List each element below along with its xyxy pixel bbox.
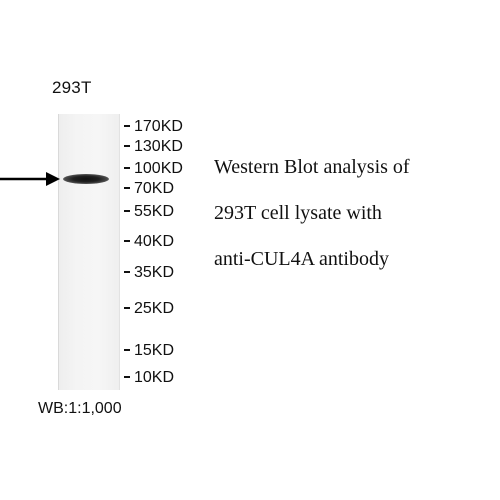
- blot-lane: [58, 114, 120, 390]
- marker-tick: [124, 124, 130, 127]
- marker-tick: [124, 209, 130, 212]
- marker-130kd: 130KD: [124, 138, 183, 156]
- marker-label: 15KD: [134, 342, 175, 359]
- marker-35kd: 35KD: [124, 264, 174, 282]
- marker-label: 10KD: [134, 369, 175, 386]
- caption-line-2: 293T cell lysate with: [214, 202, 382, 224]
- marker-10kd: 10KD: [124, 369, 174, 387]
- marker-tick: [124, 239, 130, 242]
- marker-25kd: 25KD: [124, 300, 174, 318]
- marker-tick: [124, 144, 130, 147]
- marker-label: 40KD: [134, 233, 175, 250]
- marker-70kd: 70KD: [124, 180, 174, 198]
- marker-15kd: 15KD: [124, 342, 174, 360]
- dilution-label: WB:1:1,000: [38, 400, 122, 417]
- protein-band: [63, 174, 109, 184]
- caption-line-3: anti-CUL4A antibody: [214, 248, 389, 270]
- marker-label: 100KD: [134, 160, 183, 177]
- marker-tick: [124, 375, 130, 378]
- right-arrow-icon: [0, 172, 60, 186]
- marker-tick: [124, 348, 130, 351]
- marker-tick: [124, 270, 130, 273]
- marker-label: 55KD: [134, 203, 175, 220]
- marker-tick: [124, 166, 130, 169]
- marker-tick: [124, 306, 130, 309]
- caption-line-1: Western Blot analysis of: [214, 156, 410, 178]
- marker-170kd: 170KD: [124, 118, 183, 136]
- marker-label: 170KD: [134, 118, 183, 135]
- marker-tick: [124, 186, 130, 189]
- marker-55kd: 55KD: [124, 203, 174, 221]
- marker-40kd: 40KD: [124, 233, 174, 251]
- lane-label: 293T: [52, 78, 92, 97]
- marker-label: 25KD: [134, 300, 175, 317]
- marker-label: 35KD: [134, 264, 175, 281]
- marker-100kd: 100KD: [124, 160, 183, 178]
- marker-label: 130KD: [134, 138, 183, 155]
- marker-label: 70KD: [134, 180, 175, 197]
